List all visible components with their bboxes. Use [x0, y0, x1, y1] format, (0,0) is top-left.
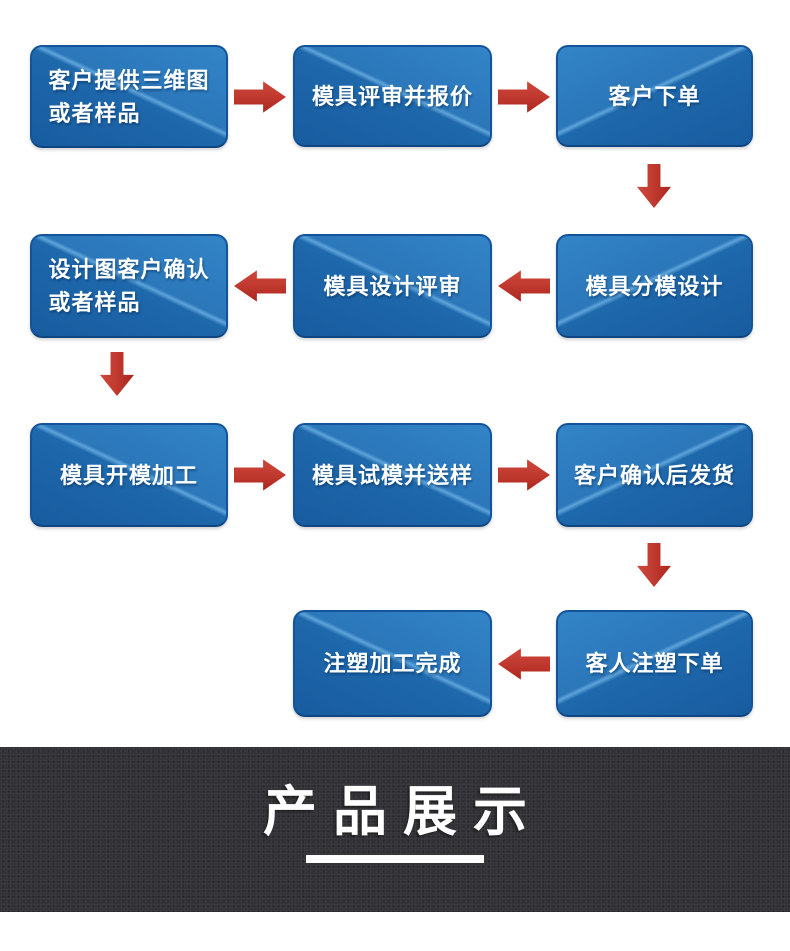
flow-step-label: 客人注塑下单 — [585, 651, 724, 676]
flow-step-injection-molding-complete: 注塑加工完成 — [293, 610, 492, 717]
flow-step-mold-review-quotation: 模具评审并报价 — [293, 45, 492, 147]
flow-step-label: 模具试模并送样 — [311, 462, 473, 488]
flow-arrow-left-icon — [234, 270, 286, 302]
flow-arrow-left-icon — [498, 270, 550, 302]
flow-step-ship-after-customer-confirmation: 客户确认后发货 — [556, 423, 753, 527]
flow-step-mold-design-review: 模具设计评审 — [293, 234, 492, 338]
flow-step-customer-provides-3d-drawing: 客户提供三维图 或者样品 — [30, 45, 228, 148]
flow-step-label: 模具开模加工 — [59, 462, 198, 488]
flow-step-label: 模具评审并报价 — [311, 83, 473, 109]
flow-step-mold-parting-design: 模具分模设计 — [556, 234, 753, 338]
flow-arrow-right-icon — [498, 81, 550, 113]
flow-arrow-down-icon — [637, 164, 671, 208]
flow-arrow-down-icon — [637, 543, 671, 587]
flow-arrow-down-icon — [100, 352, 134, 396]
flow-step-design-customer-confirmation: 设计图客户确认 或者样品 — [30, 234, 228, 338]
banner-title: 产品展示 — [263, 782, 543, 842]
flow-arrow-right-icon — [234, 459, 286, 491]
flow-step-customer-order: 客户下单 — [556, 45, 753, 147]
flow-arrow-right-icon — [498, 459, 550, 491]
flow-step-label: 注塑加工完成 — [323, 651, 462, 676]
flow-step-label: 模具分模设计 — [585, 273, 724, 299]
flow-step-label: 设计图客户确认 或者样品 — [48, 257, 210, 315]
flow-arrow-left-icon — [498, 648, 550, 680]
flow-step-label: 模具设计评审 — [323, 273, 462, 299]
flow-step-label: 客户下单 — [608, 83, 701, 109]
banner-underline — [306, 855, 484, 864]
flow-arrow-right-icon — [234, 81, 286, 113]
product-display-banner: 产品展示 — [0, 747, 790, 912]
flow-step-label: 客户确认后发货 — [573, 462, 735, 488]
flow-step-customer-injection-order: 客人注塑下单 — [556, 610, 753, 717]
flow-step-label: 客户提供三维图 或者样品 — [48, 67, 210, 126]
flow-step-mold-making-machining: 模具开模加工 — [30, 423, 228, 527]
flow-step-mold-trial-sampling: 模具试模并送样 — [293, 423, 492, 527]
